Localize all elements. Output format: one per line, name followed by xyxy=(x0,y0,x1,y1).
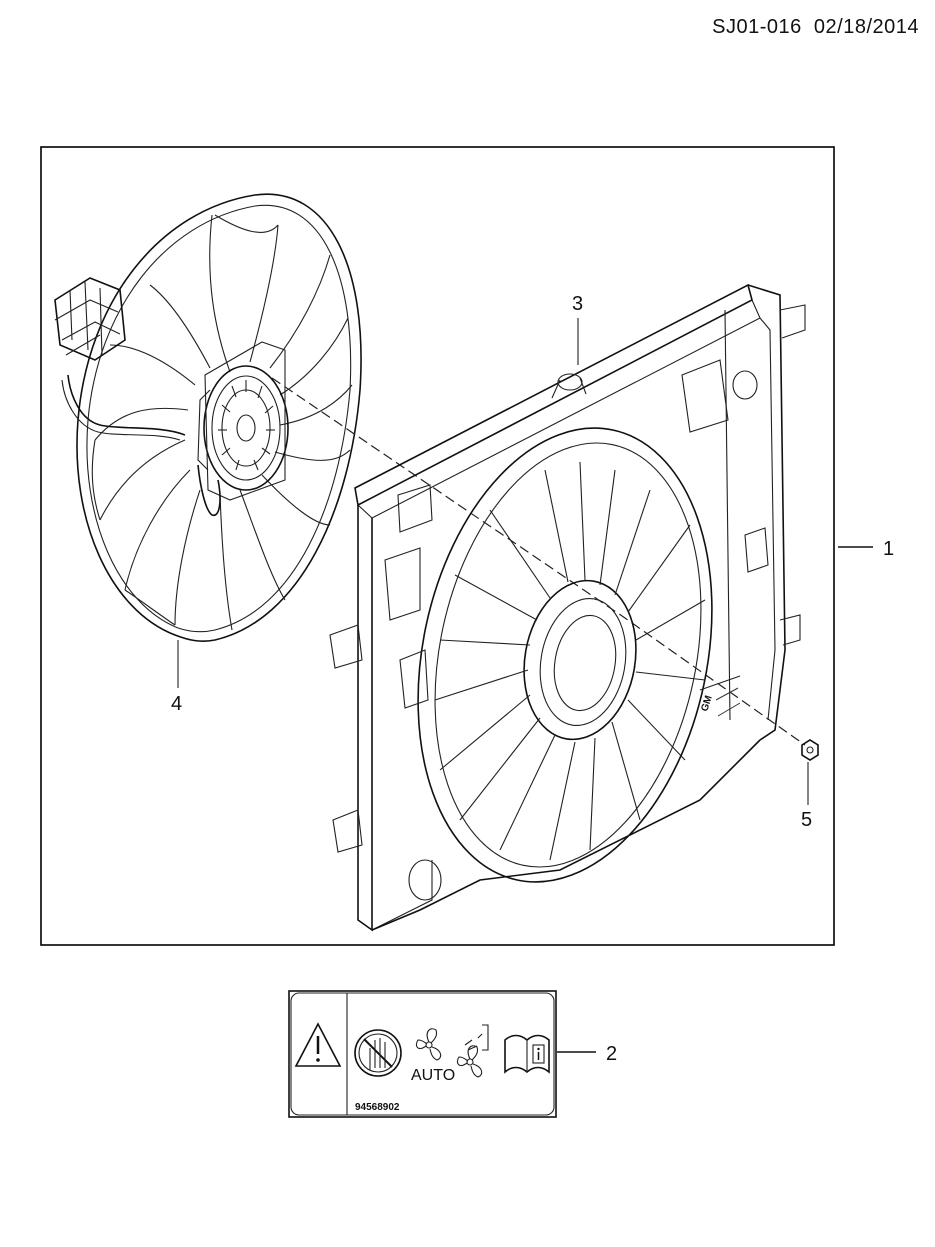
no-hand-icon xyxy=(354,1029,402,1077)
doc-code: SJ01-016 xyxy=(712,16,802,38)
diagram-frame xyxy=(40,146,835,946)
callout-5: 5 xyxy=(801,809,812,831)
manual-info-icon xyxy=(504,1034,550,1074)
callout-3: 3 xyxy=(572,293,583,315)
fan-shroud: GM xyxy=(329,283,806,932)
auto-text: AUTO xyxy=(411,1067,455,1084)
fan-icon xyxy=(415,1028,442,1061)
callout-4: 4 xyxy=(171,693,182,715)
document-code: SJ01-016 02/18/2014 xyxy=(712,16,919,39)
warning-triangle-icon xyxy=(294,1022,342,1067)
callout-2: 2 xyxy=(606,1043,617,1065)
fan-blade-assembly xyxy=(54,193,362,642)
fan-spray-icon xyxy=(456,1024,489,1078)
label-part-number: 94568902 xyxy=(355,1102,400,1113)
warning-label: AUTO 94568902 xyxy=(288,990,557,1118)
hex-nut xyxy=(801,739,819,761)
callout-1: 1 xyxy=(883,538,894,560)
assembly-axis-line xyxy=(271,377,806,746)
gm-logo: GM xyxy=(699,694,714,713)
doc-date: 02/18/2014 xyxy=(813,16,919,38)
